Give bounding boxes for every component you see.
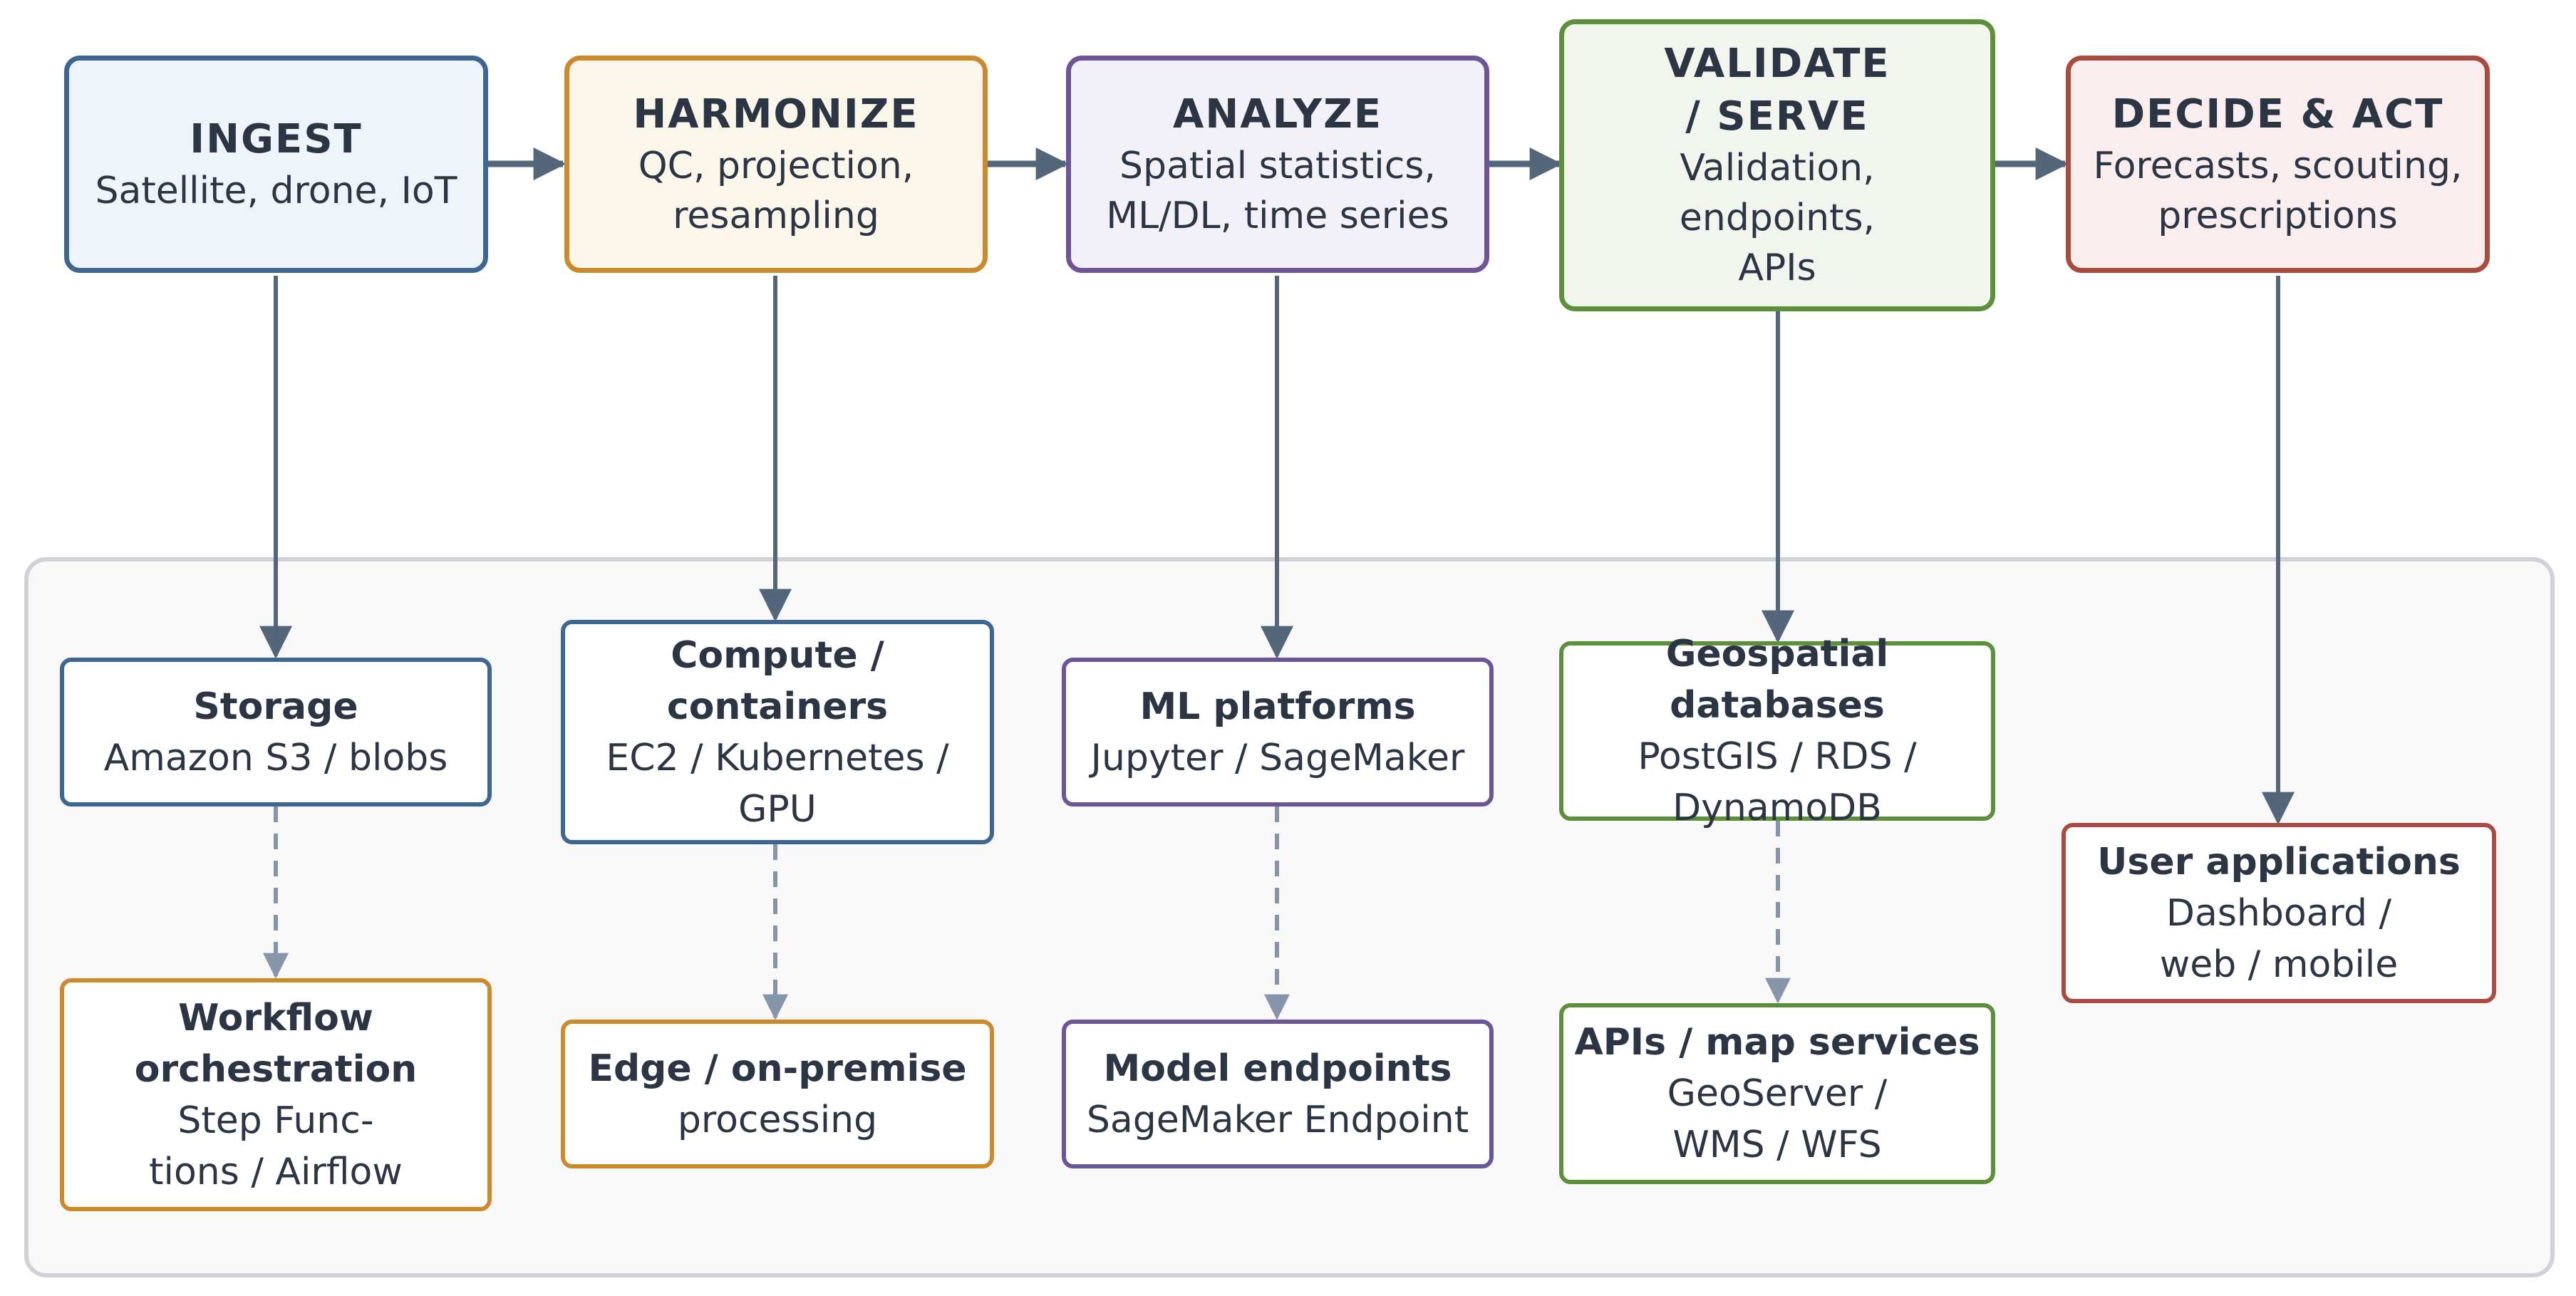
service-title: Storage — [193, 685, 358, 728]
service-model-endpoints: Model endpoints SageMaker Endpoint — [1062, 1020, 1494, 1168]
stage-title: INGEST — [190, 115, 363, 162]
stage-description: Forecasts, scouting, prescriptions — [2093, 144, 2463, 237]
stage-title: ANALYZE — [1173, 90, 1382, 138]
stage-description: Satellite, drone, IoT — [95, 169, 457, 212]
stage-title: HARMONIZE — [633, 90, 919, 138]
service-title: Geospatial databases — [1665, 633, 1889, 727]
service-title: Workflow orchestration — [134, 996, 418, 1091]
stage-description: QC, projection, resampling — [638, 144, 914, 237]
stage-description: Validation, endpoints, APIs — [1679, 147, 1876, 289]
stage-decide-act: DECIDE & ACT Forecasts, scouting, prescr… — [2066, 56, 2490, 273]
service-title: Model endpoints — [1103, 1047, 1452, 1090]
service-description: Jupyter / SageMaker — [1090, 736, 1465, 779]
service-description: GeoServer / WMS / WFS — [1667, 1072, 1888, 1166]
service-title: Edge / on-premise — [588, 1047, 967, 1090]
service-description: Amazon S3 / blobs — [103, 736, 448, 779]
service-geospatial-databases: Geospatial databases PostGIS / RDS / Dyn… — [1559, 633, 1995, 829]
stage-description: Spatial statistics, ML/DL, time series — [1106, 144, 1449, 237]
stage-harmonize: HARMONIZE QC, projection, resampling — [564, 56, 988, 273]
service-title: Compute / containers — [666, 633, 889, 728]
service-edge-on-premise: Edge / on-premise processing — [561, 1020, 994, 1168]
service-description: EC2 / Kubernetes / GPU — [606, 736, 949, 831]
service-description: processing — [677, 1098, 878, 1141]
service-title: ML platforms — [1139, 685, 1416, 728]
stage-ingest: INGEST Satellite, drone, IoT — [64, 56, 488, 273]
service-storage: Storage Amazon S3 / blobs — [60, 658, 492, 807]
service-compute-containers: Compute / containers EC2 / Kubernetes / … — [561, 620, 994, 844]
service-description: Step Func- tions / Airflow — [149, 1099, 403, 1193]
service-apis-map-services: APIs / map services GeoServer / WMS / WF… — [1559, 1003, 1995, 1184]
stage-title: VALIDATE / SERVE — [1664, 41, 1890, 140]
service-title: User applications — [2097, 840, 2461, 883]
service-description: Dashboard / web / mobile — [2159, 891, 2399, 986]
stage-analyze: ANALYZE Spatial statistics, ML/DL, time … — [1066, 56, 1489, 273]
service-title: APIs / map services — [1574, 1021, 1980, 1064]
stage-title: DECIDE & ACT — [2111, 90, 2444, 138]
service-user-applications: User applications Dashboard / web / mobi… — [2062, 823, 2496, 1003]
service-ml-platforms: ML platforms Jupyter / SageMaker — [1062, 658, 1494, 807]
service-description: PostGIS / RDS / DynamoDB — [1638, 735, 1917, 829]
stage-validate-serve: VALIDATE / SERVE Validation, endpoints, … — [1559, 19, 1995, 311]
service-description: SageMaker Endpoint — [1086, 1098, 1469, 1141]
service-workflow-orchestration: Workflow orchestration Step Func- tions … — [60, 978, 492, 1211]
